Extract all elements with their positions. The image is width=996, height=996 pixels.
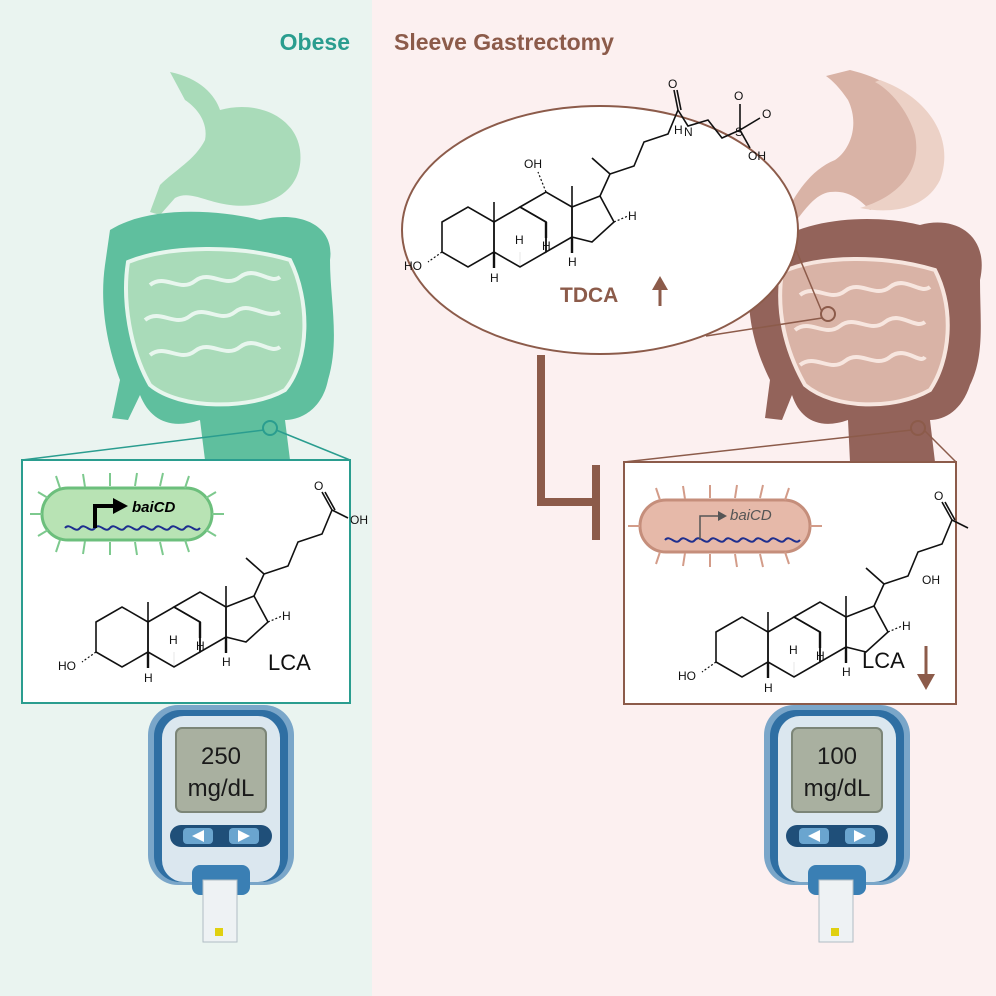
right-small-intestine-zoom-circle <box>820 306 836 322</box>
right-meter-value: 100 <box>817 743 857 770</box>
right-lca-label: LCA <box>862 648 905 673</box>
atom-h1: H <box>764 681 773 695</box>
tdca-bubble: OH O N H S O O OH HO H H H H H TDCA <box>401 77 799 355</box>
atom-h5: H <box>902 619 911 633</box>
atom-o3: O <box>762 107 771 121</box>
tdca-molecule: OH O N H S O O OH HO H H H H H <box>404 77 771 285</box>
left-lca-label: LCA <box>268 650 311 675</box>
atom-ho: HO <box>404 259 422 273</box>
left-gene-label: baiCD <box>132 499 176 516</box>
left-gut-illustration <box>21 72 351 461</box>
left-bacteria-box: baiCD O OH HO H H H H H LCA <box>21 459 368 704</box>
atom-ho: HO <box>678 669 696 683</box>
left-meter-left-arrow-icon <box>192 830 204 842</box>
atom-h3: H <box>196 639 205 653</box>
right-gene-label: baiCD <box>730 507 772 524</box>
atom-o2: O <box>734 89 743 103</box>
left-panel-title: Obese <box>280 29 350 55</box>
right-dna-strand <box>664 537 801 543</box>
atom-oh-top: OH <box>524 157 542 171</box>
atom-h2: H <box>789 643 798 657</box>
atom-h4: H <box>842 665 851 679</box>
atom-h1: H <box>144 671 153 685</box>
atom-n: N <box>684 125 693 139</box>
right-colon-zoom-circle <box>910 420 926 436</box>
right-meter-right-arrow-icon <box>854 830 866 842</box>
atom-ho: HO <box>58 659 76 673</box>
atom-h2: H <box>515 233 524 247</box>
left-meter-screen <box>175 727 267 813</box>
atom-h5: H <box>282 609 291 623</box>
right-gut-illustration <box>623 70 982 463</box>
right-meter-unit: mg/dL <box>804 775 871 802</box>
atom-oh: OH <box>350 513 368 527</box>
right-bacterium: baiCD <box>628 484 822 568</box>
atom-h1: H <box>490 271 499 285</box>
left-meter-unit: mg/dL <box>188 775 255 802</box>
atom-h4: H <box>222 655 231 669</box>
left-glucose-meter: 250 mg/dL <box>148 705 294 943</box>
tdca-up-arrow-icon <box>652 276 668 306</box>
left-lca-molecule: O OH HO H H H H H <box>58 479 368 685</box>
left-promoter-arrow-icon <box>113 498 128 514</box>
left-meter-right-arrow-icon <box>238 830 250 842</box>
right-meter-screen <box>791 727 883 813</box>
atom-h4: H <box>568 255 577 269</box>
atom-o: O <box>314 479 323 493</box>
left-dna-strand <box>64 525 201 531</box>
atom-oh-s: OH <box>748 149 766 163</box>
right-meter-left-arrow-icon <box>808 830 820 842</box>
atom-o1: O <box>668 77 677 91</box>
atom-h2: H <box>169 633 178 647</box>
left-meter-value: 250 <box>201 743 241 770</box>
atom-oh: OH <box>922 573 940 587</box>
atom-o: O <box>934 489 943 503</box>
atom-h3: H <box>542 239 551 253</box>
atom-n-h: H <box>674 123 683 137</box>
atom-h3: H <box>816 649 825 663</box>
right-glucose-meter: 100 mg/dL <box>764 705 910 943</box>
lca-down-arrow-icon <box>917 646 935 690</box>
right-lca-molecule: O OH HO H H H H H <box>678 489 969 695</box>
right-panel-title: Sleeve Gastrectomy <box>394 29 614 55</box>
right-bacteria-box: baiCD O OH HO H H H H H LCA <box>623 461 969 705</box>
atom-h5: H <box>628 209 637 223</box>
right-promoter-arrow-icon <box>718 511 727 521</box>
inhibition-bar-icon <box>537 355 600 540</box>
tdca-label: TDCA <box>560 284 618 307</box>
left-zoom-circle <box>262 420 278 436</box>
left-bacterium: baiCD <box>30 472 224 556</box>
atom-s: S <box>735 125 743 139</box>
